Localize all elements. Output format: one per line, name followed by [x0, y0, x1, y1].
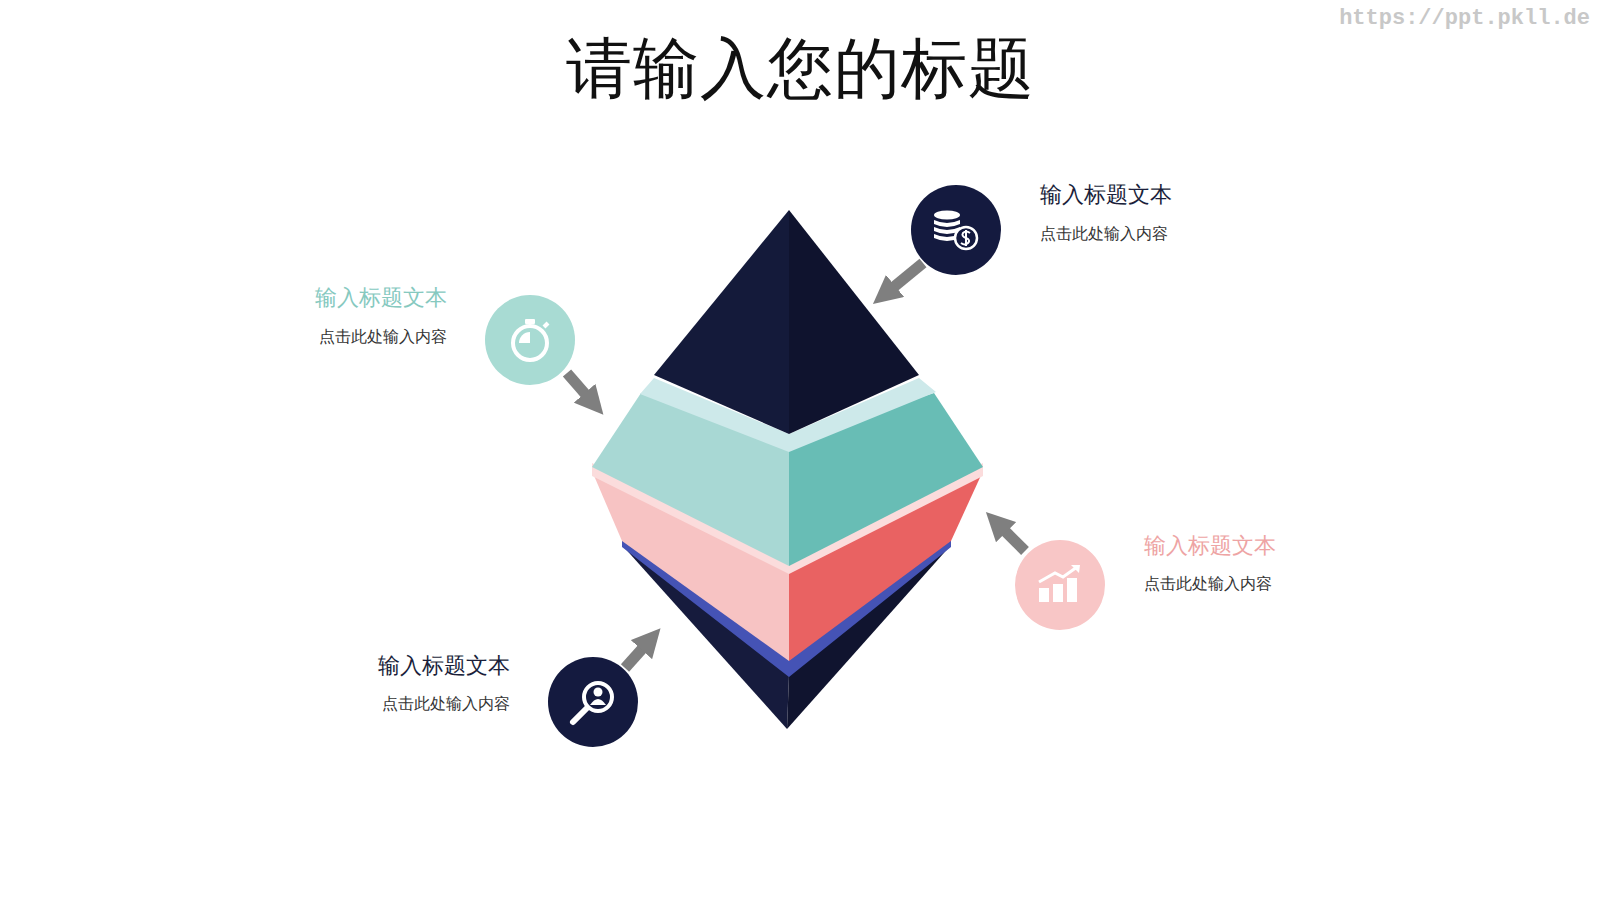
icon-circle — [1015, 540, 1105, 630]
pointer-arrow — [996, 522, 1025, 551]
pointer-arrow — [625, 639, 651, 668]
callout-heading: 输入标题文本 — [378, 651, 510, 681]
callout-node: 输入标题文本点击此处输入内容 — [1015, 540, 1105, 630]
icon-circle — [548, 657, 638, 747]
callout-heading: 输入标题文本 — [1040, 180, 1172, 210]
callout-body: 点击此处输入内容 — [1144, 574, 1272, 595]
callout-body: 点击此处输入内容 — [1040, 224, 1168, 245]
callout-body: 点击此处输入内容 — [319, 327, 447, 348]
top-left-face — [654, 210, 789, 434]
icon-circle — [911, 185, 1001, 275]
top-right-face — [789, 210, 919, 434]
callout-body: 点击此处输入内容 — [382, 694, 510, 715]
callout-node: 输入标题文本点击此处输入内容 — [485, 295, 575, 385]
pointer-arrow — [884, 263, 923, 295]
icon-circle — [485, 295, 575, 385]
callout-node: 输入标题文本点击此处输入内容 — [911, 185, 1001, 275]
slide-title: 请输入您的标题 — [0, 24, 1600, 114]
callout-node: 输入标题文本点击此处输入内容 — [548, 657, 638, 747]
pointer-arrow — [567, 373, 594, 404]
callout-heading: 输入标题文本 — [1144, 531, 1276, 561]
watermark: https://ppt.pkll.de — [1339, 6, 1590, 31]
callout-heading: 输入标题文本 — [315, 283, 447, 313]
